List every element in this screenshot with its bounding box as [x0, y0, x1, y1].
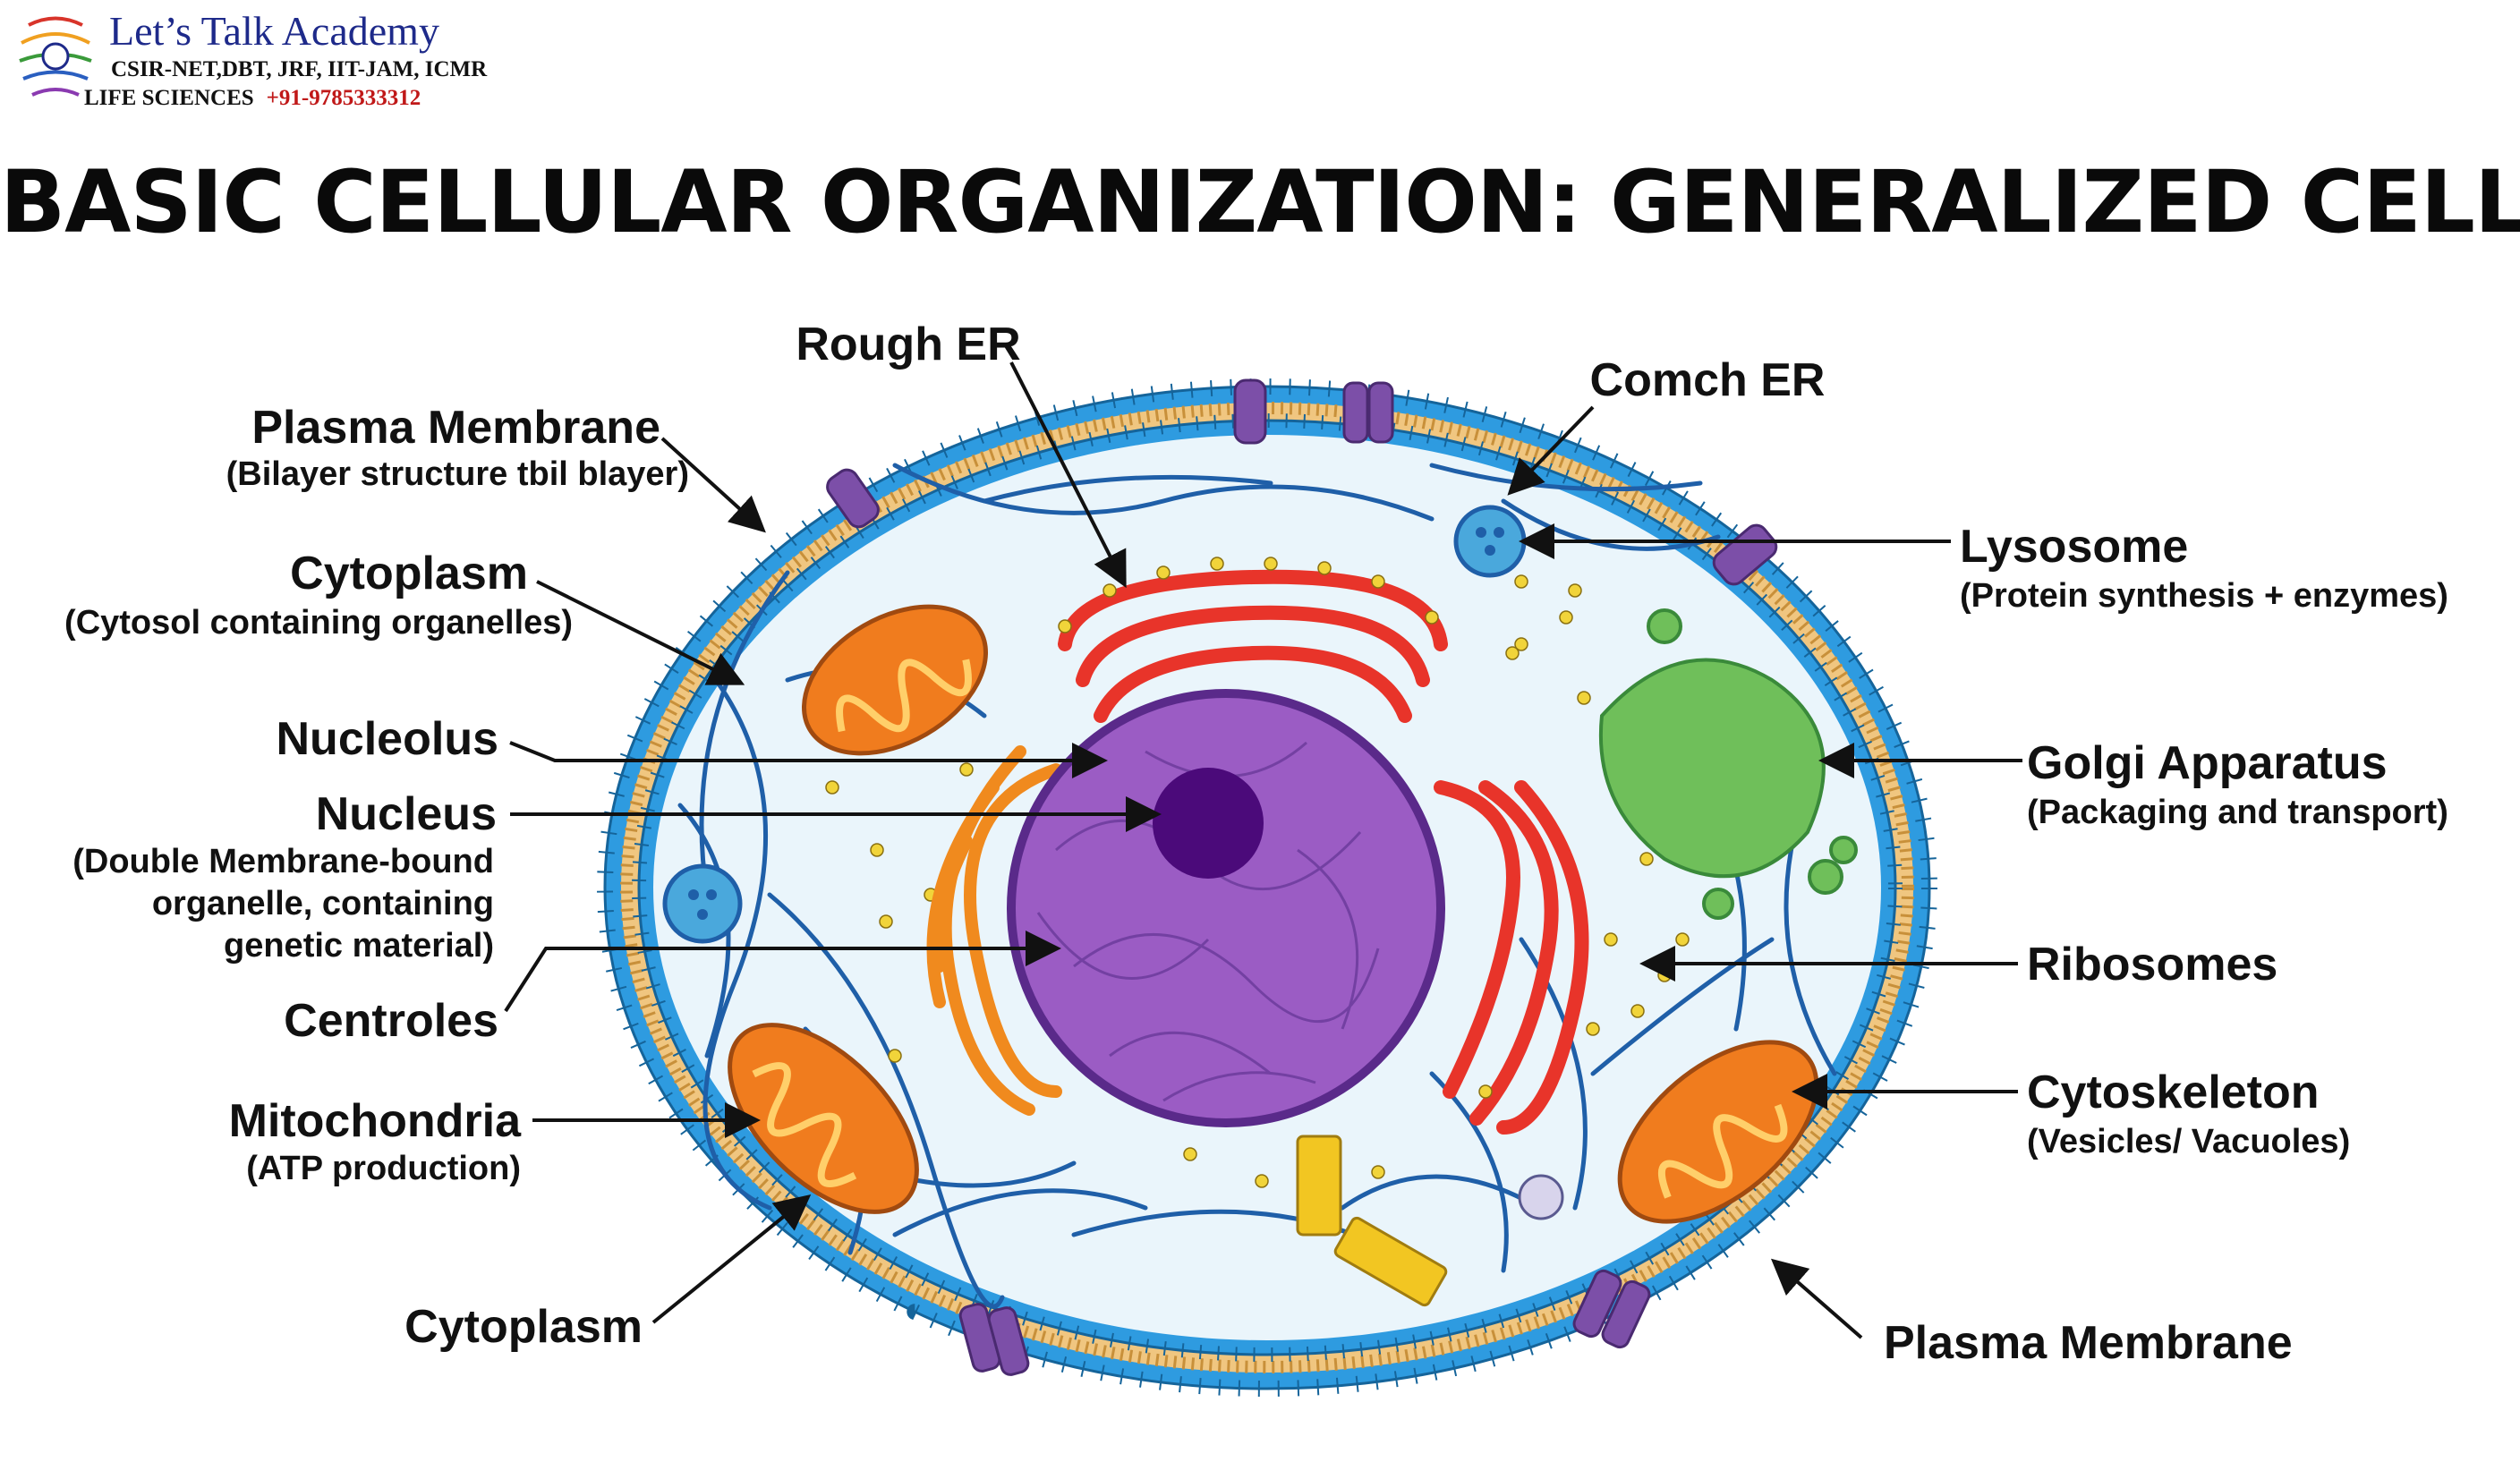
label-cytoplasm-top-sub: (Cytosol containing organelles) — [64, 604, 573, 642]
label-nucleus-sub-3: genetic material) — [224, 927, 494, 965]
label-plasma-membrane-top: Plasma Membrane — [251, 402, 660, 454]
leader-nucleolus — [509, 741, 1108, 778]
nucleolus — [1153, 768, 1264, 879]
logo-subject: LIFE SCIENCES — [84, 86, 254, 110]
label-cytoskeleton: Cytoskeleton — [2027, 1067, 2320, 1118]
label-centroles: Centroles — [284, 995, 498, 1047]
label-rough-er: Rough ER — [796, 319, 1020, 370]
golgi-apparatus — [1598, 608, 1858, 920]
mitochondria — [728, 604, 1819, 1224]
label-comch-er: Comch ER — [1590, 354, 1826, 406]
leader-cytoplasm-bottom — [651, 1194, 812, 1324]
leader-plasma-membrane-bottom — [1770, 1258, 1863, 1339]
rough-er — [1058, 569, 1589, 1135]
label-mitochondria: Mitochondria — [229, 1095, 523, 1147]
page-title: BASIC CELLULAR ORGANIZATION: GENERALIZED… — [0, 152, 2520, 252]
leader-centroles — [504, 931, 1061, 1013]
label-plasma-membrane-bottom: Plasma Membrane — [1884, 1317, 2293, 1369]
label-cytoplasm-bottom: Cytoplasm — [404, 1301, 643, 1353]
leader-rough-er — [1009, 361, 1127, 589]
leader-cytoplasm-top — [536, 580, 745, 685]
label-ribosomes: Ribosomes — [2027, 939, 2277, 990]
label-nucleus-sub-1: (Double Membrane-bound — [72, 843, 494, 880]
logo-emblem-icon — [19, 16, 92, 97]
label-lysosome: Lysosome — [1960, 521, 2188, 573]
nucleus — [1007, 689, 1445, 1127]
label-cytoskeleton-sub: (Vesicles/ Vacuoles) — [2027, 1123, 2350, 1160]
logo-subtitle-2: LIFE SCIENCES +91-9785333312 — [84, 86, 421, 111]
logo-subtitle: CSIR-NET,DBT, JRF, IIT-JAM, ICMR — [111, 57, 488, 81]
lysosome — [662, 505, 1564, 1220]
logo-title: Let’s Talk Academy — [109, 8, 439, 54]
ribosome-dots — [771, 557, 1690, 1188]
centrioles — [1296, 1135, 1448, 1307]
academy-logo: Let’s Talk Academy CSIR-NET,DBT, JRF, II… — [11, 7, 583, 115]
label-nucleus: Nucleus — [316, 788, 497, 840]
label-nucleolus: Nucleolus — [277, 713, 499, 765]
label-nucleus-sub-2: organelle, containing — [152, 885, 494, 922]
label-cytoplasm-top: Cytoplasm — [290, 548, 528, 599]
label-lysosome-sub: (Protein synthesis + enzymes) — [1960, 577, 2448, 615]
label-mitochondria-sub: (ATP production) — [246, 1150, 521, 1187]
logo-phone: +91-9785333312 — [266, 86, 421, 110]
leader-comch-er — [1507, 405, 1595, 496]
label-plasma-membrane-top-sub: (Bilayer structure tbil blayer) — [226, 455, 689, 493]
cytoskeleton — [677, 463, 1837, 1309]
label-golgi-sub: (Packaging and transport) — [2027, 794, 2448, 831]
label-golgi: Golgi Apparatus — [2027, 737, 2388, 789]
leader-plasma-membrane-top — [660, 437, 766, 533]
